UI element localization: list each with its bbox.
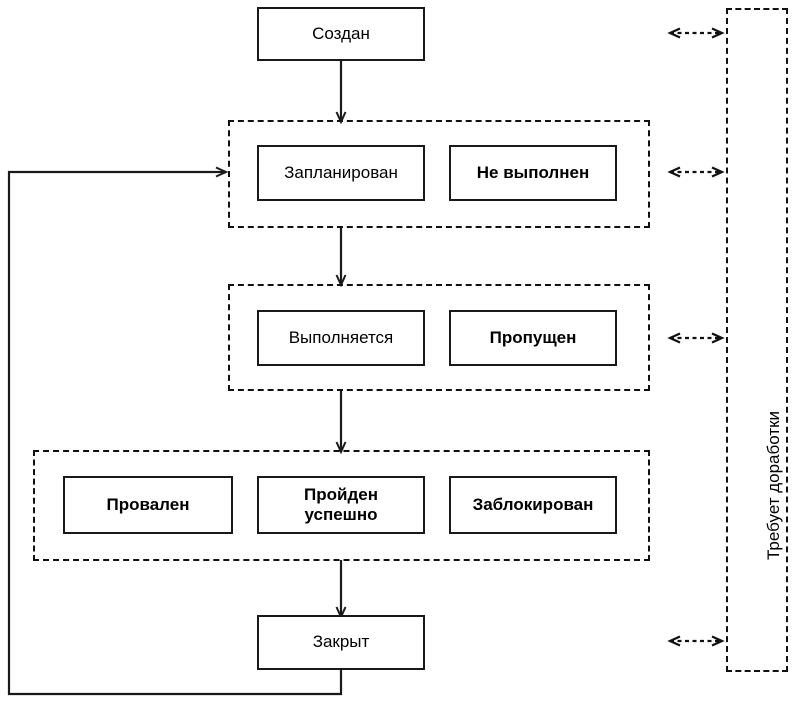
state-box-not-done[interactable]: Не выполнен (449, 145, 617, 201)
state-box-blocked[interactable]: Заблокирован (449, 476, 617, 534)
rework-panel (726, 8, 788, 672)
state-box-passed[interactable]: Пройден успешно (257, 476, 425, 534)
state-box-created[interactable]: Создан (257, 7, 425, 61)
edge-closed-to-planned-loop (7, 166, 343, 696)
state-box-failed[interactable]: Провален (63, 476, 233, 534)
group-planned-container (228, 120, 650, 228)
group-progress-container (228, 284, 650, 391)
state-box-in-progress[interactable]: Выполняется (257, 310, 425, 366)
state-box-planned[interactable]: Запланирован (257, 145, 425, 201)
state-box-skipped[interactable]: Пропущен (449, 310, 617, 366)
